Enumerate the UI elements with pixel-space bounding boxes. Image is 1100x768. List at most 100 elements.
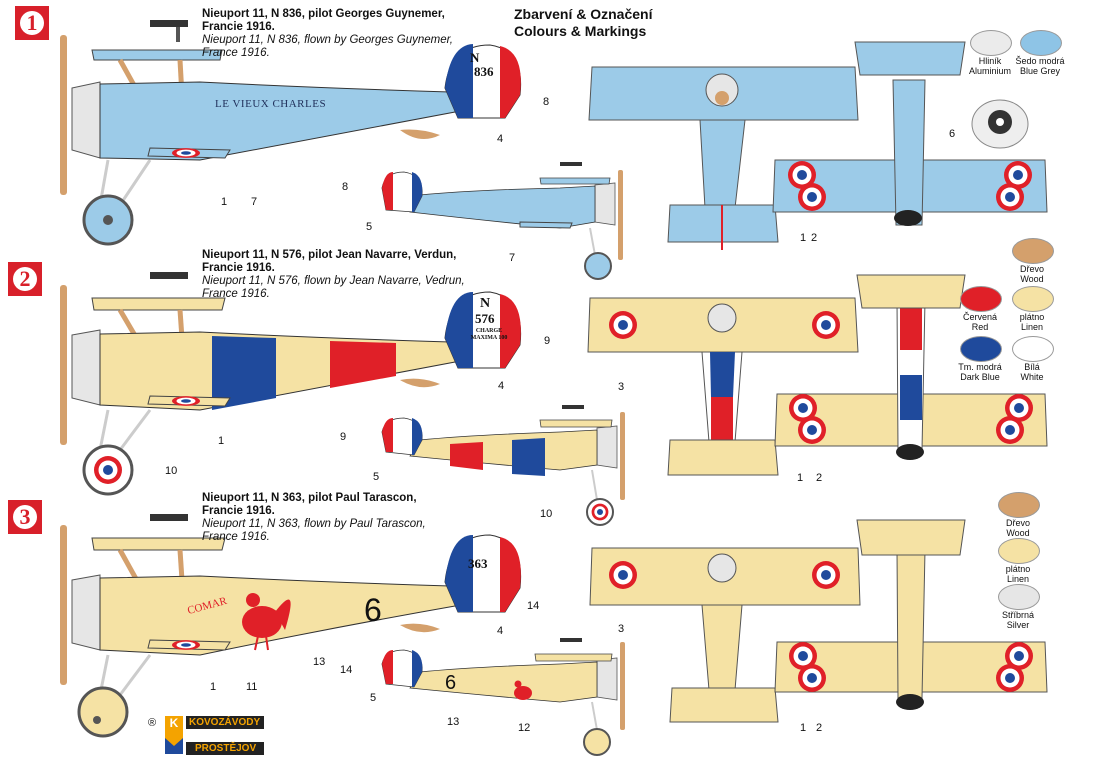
rudder-serial-3: 363	[468, 556, 488, 571]
profile-2-badge: 2	[8, 262, 42, 296]
callout: 11	[246, 681, 258, 693]
profile-3-side-large	[60, 514, 522, 738]
rudder-text-2: CHARGE MAXIMA 100	[470, 328, 508, 341]
callout: 1	[218, 435, 225, 447]
caption-sub: Nieuport 11, N 576, flown by Jean Navarr…	[202, 275, 465, 287]
swatch-wood	[998, 492, 1040, 518]
profile-2-top-view	[587, 297, 859, 476]
callout: 6	[949, 128, 956, 140]
logo-letter: K	[169, 716, 179, 730]
cockerel-emblem	[242, 593, 291, 651]
callout: 8	[342, 181, 349, 193]
callout: 1	[210, 681, 217, 693]
callout: 4	[498, 380, 505, 392]
caption-sub-2: France 1916.	[202, 531, 270, 543]
caption-sub-2: France 1916.	[202, 288, 270, 300]
swatch-linen	[1012, 286, 1054, 312]
callout: 7	[251, 196, 258, 208]
callout: 1	[797, 472, 804, 484]
callout: 14	[527, 600, 540, 612]
header-cz: Zbarvení & Označení	[514, 6, 653, 22]
profile-1-caption: Nieuport 11, N 836, pilot Georges Guynem…	[202, 8, 453, 60]
callout: 4	[497, 625, 504, 637]
callout: 1	[800, 722, 807, 734]
profile-3-side-small	[381, 638, 625, 756]
rudder-serial-2: N	[480, 296, 491, 311]
fuselage-name-1: LE VIEUX CHARLES	[215, 98, 327, 110]
callout: 13	[447, 716, 460, 728]
caption-title: Nieuport 11, N 363, pilot Paul Tarascon,	[202, 492, 417, 504]
callout: 2	[811, 232, 818, 244]
rudder-serial-1b: 836	[474, 64, 494, 79]
callout: 5	[373, 471, 380, 483]
rudder-serial-2b: 576	[475, 311, 495, 326]
profile-3-top-view	[589, 547, 861, 723]
profile-3-bottom-view	[774, 519, 1048, 710]
callout: 14	[340, 664, 353, 676]
rudder-serial-1: N	[470, 50, 480, 65]
callout: 10	[540, 508, 553, 520]
callout: 9	[544, 335, 551, 347]
callout: 2	[816, 722, 823, 734]
caption-title: Nieuport 11, N 836, pilot Georges Guynem…	[202, 8, 445, 20]
callout: 3	[618, 381, 625, 393]
caption-sub: Nieuport 11, N 363, flown by Paul Tarasc…	[202, 518, 426, 530]
swatch-white	[1012, 336, 1054, 362]
caption-title: Nieuport 11, N 576, pilot Jean Navarre, …	[202, 249, 457, 261]
callout: 5	[370, 692, 377, 704]
caption-title-2: Francie 1916.	[202, 505, 275, 517]
profile-2-caption: Nieuport 11, N 576, pilot Jean Navarre, …	[202, 249, 465, 301]
profile-1-side-large	[60, 20, 522, 246]
swatch-red	[960, 286, 1002, 312]
callout: 7	[509, 252, 516, 264]
callout: 9	[340, 431, 347, 443]
callout: 8	[543, 96, 550, 108]
caption-title-2: Francie 1916.	[202, 262, 275, 274]
callout: 1	[800, 232, 807, 244]
callout: 2	[816, 472, 823, 484]
profile-2-side-small	[381, 405, 625, 526]
header-en: Colours & Markings	[514, 23, 647, 39]
caption-title-2: Francie 1916.	[202, 21, 275, 33]
callout: 10	[165, 465, 178, 477]
profile-1-top-view	[588, 66, 859, 250]
profile-3-badge: 3	[8, 500, 42, 534]
callout: 12	[518, 722, 531, 734]
profile-3-caption: Nieuport 11, N 363, pilot Paul Tarascon,…	[202, 492, 426, 544]
caption-sub: Nieuport 11, N 836, flown by Georges Guy…	[202, 34, 454, 46]
colours-markings-header: Zbarvení & Označení Colours & Markings	[514, 6, 652, 40]
swatch-aluminium	[970, 30, 1012, 56]
callout: 13	[313, 656, 326, 668]
profile-2-side-large	[60, 272, 522, 496]
profile-1-bottom-view	[772, 41, 1048, 226]
profile-1-side-small	[381, 162, 623, 280]
fuselage-number-3-small: 6	[445, 672, 457, 694]
swatch-blue-grey	[1020, 30, 1062, 56]
callout: 5	[366, 221, 373, 233]
logo-top-text: KOVOZÁVODY	[189, 717, 261, 728]
caption-sub-2: France 1916.	[202, 47, 270, 59]
callout: 1	[221, 196, 228, 208]
profile-2-bottom-view	[774, 274, 1048, 460]
swatch-silver	[998, 584, 1040, 610]
fuselage-number-3: 6	[364, 592, 382, 628]
profile-1-badge: 1	[15, 6, 49, 40]
callout: 3	[618, 623, 625, 635]
swatch-linen	[998, 538, 1040, 564]
registered-mark: ®	[148, 717, 157, 729]
logo-bottom-text: PROSTĚJOV	[195, 743, 257, 754]
swatch-dark-blue	[960, 336, 1002, 362]
kp-logo-mark	[165, 716, 264, 755]
callout: 4	[497, 133, 504, 145]
